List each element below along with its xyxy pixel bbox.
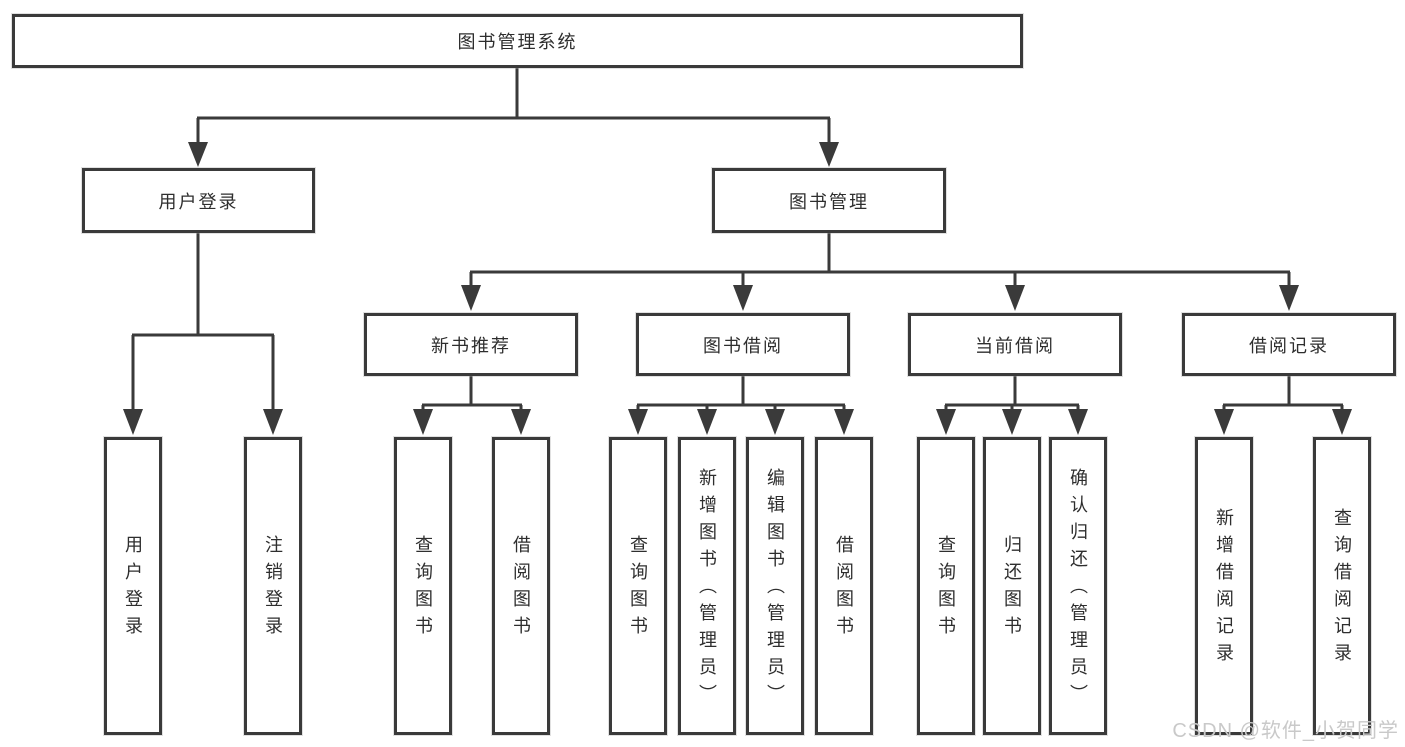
node-borrow-records: 借阅记录 [1182,313,1396,376]
leaf-logout: 注销登录 [244,437,302,735]
leaf-add-books-admin: 新增图书（管理员） [678,437,736,735]
leaf-user-login: 用户登录 [104,437,162,735]
leaf-borrow-books: 借阅图书 [815,437,873,735]
node-current-borrowing: 当前借阅 [908,313,1122,376]
node-book-management: 图书管理 [712,168,946,233]
leaf-return-books: 归还图书 [983,437,1041,735]
leaf-newbook-query-books: 查询图书 [394,437,452,735]
leaf-edit-books-admin: 编辑图书（管理员） [746,437,804,735]
leaf-query-borrow-record: 查询借阅记录 [1313,437,1371,735]
node-new-book-recommend: 新书推荐 [364,313,578,376]
leaf-confirm-return-admin: 确认归还（管理员） [1049,437,1107,735]
leaf-add-borrow-record: 新增借阅记录 [1195,437,1253,735]
csdn-watermark: CSDN @软件_小贺同学 [1172,720,1399,742]
node-book-borrowing: 图书借阅 [636,313,850,376]
leaf-borrow-query-books: 查询图书 [609,437,667,735]
node-root: 图书管理系统 [12,14,1023,68]
leaf-newbook-borrow-books: 借阅图书 [492,437,550,735]
leaf-current-query-books: 查询图书 [917,437,975,735]
node-user-login: 用户登录 [82,168,315,233]
